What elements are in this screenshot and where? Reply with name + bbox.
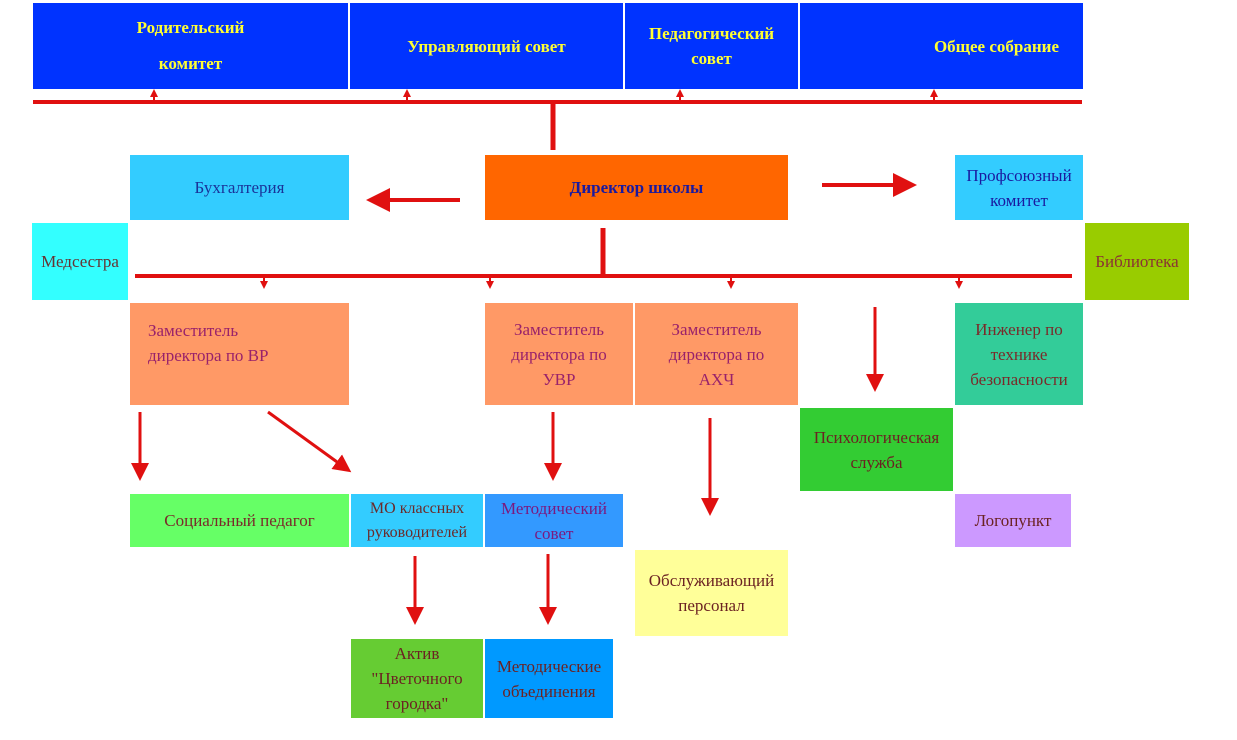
box-director: Директор школы xyxy=(485,155,788,220)
box-psych-service-label: Психологическая служба xyxy=(813,427,940,472)
box-mo-class-teachers: МО классных руководителей xyxy=(351,494,483,547)
box-accounting-label: Бухгалтерия xyxy=(194,178,285,197)
box-safety-engineer-label: Инженер по технике безопасности xyxy=(970,319,1068,389)
box-parent-committee-label: Родительский комитет xyxy=(136,18,245,73)
box-deputy-ahch: Заместитель директора по АХЧ xyxy=(635,303,798,405)
box-pedagogical-council-label: Педагогический совет xyxy=(648,24,775,68)
box-trade-union: Профсоюзный комитет xyxy=(955,155,1083,220)
box-accounting: Бухгалтерия xyxy=(130,155,349,220)
box-parent-committee: Родительский комитет xyxy=(33,3,348,89)
box-nurse: Медсестра xyxy=(32,223,128,300)
box-methodical-associations-label: Методические объединения xyxy=(496,656,602,701)
box-methodical-council: Методический совет xyxy=(485,494,623,547)
box-trade-union-label: Профсоюзный комитет xyxy=(966,165,1072,210)
box-nurse-label: Медсестра xyxy=(41,252,119,271)
box-speech-therapy: Логопункт xyxy=(955,494,1071,547)
box-methodical-associations: Методические объединения xyxy=(485,639,613,718)
box-pedagogical-council: Педагогический совет xyxy=(625,3,798,89)
box-library: Библиотека xyxy=(1085,223,1189,300)
box-deputy-uvr: Заместитель директора по УВР xyxy=(485,303,633,405)
box-deputy-vr-label: Заместитель директора по ВР xyxy=(148,321,269,365)
box-deputy-uvr-label: Заместитель директора по УВР xyxy=(511,319,607,389)
box-mo-class-teachers-label: МО классных руководителей xyxy=(366,499,468,541)
box-psych-service: Психологическая служба xyxy=(800,408,953,491)
box-social-pedagogue: Социальный педагог xyxy=(130,494,349,547)
box-director-label: Директор школы xyxy=(569,178,704,197)
box-speech-therapy-label: Логопункт xyxy=(974,511,1052,530)
box-library-label: Библиотека xyxy=(1095,252,1179,271)
box-service-staff: Обслуживающий персонал xyxy=(635,550,788,636)
box-service-staff-label: Обслуживающий персонал xyxy=(648,571,775,615)
box-governing-council: Управляющий совет xyxy=(350,3,623,89)
box-flower-town-activists-label: Актив "Цветочного городка" xyxy=(371,644,463,713)
box-general-meeting: Общее собрание xyxy=(800,3,1083,89)
box-flower-town-activists: Актив "Цветочного городка" xyxy=(351,639,483,718)
arrow-to-mo-class-teachers xyxy=(267,410,352,473)
box-governing-council-label: Управляющий совет xyxy=(407,36,566,56)
box-deputy-ahch-label: Заместитель директора по АХЧ xyxy=(668,319,765,389)
box-deputy-vr: Заместитель директора по ВР xyxy=(130,303,349,405)
box-safety-engineer: Инженер по технике безопасности xyxy=(955,303,1083,405)
box-social-pedagogue-label: Социальный педагог xyxy=(164,511,315,530)
box-general-meeting-label: Общее собрание xyxy=(933,36,1059,56)
box-methodical-council-label: Методический совет xyxy=(501,498,607,543)
